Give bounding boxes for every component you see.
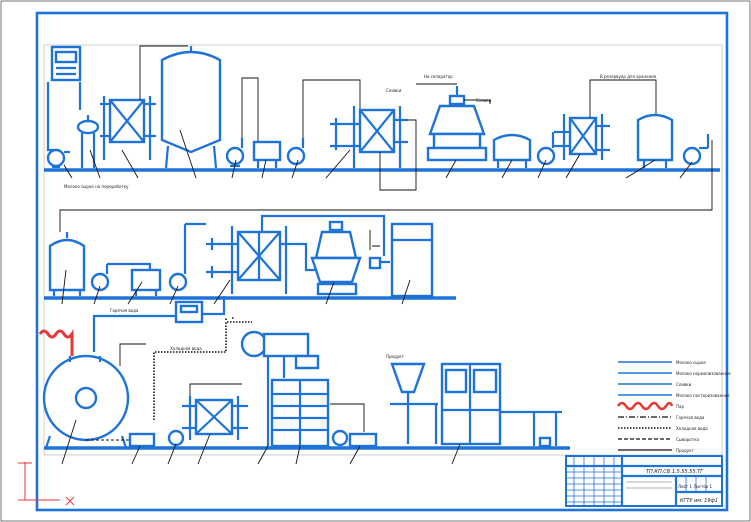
legend-label-2: Молоко нормализованное (676, 371, 731, 376)
pump-8 (128, 429, 185, 448)
legend-label-8: Сыворотка (676, 437, 699, 442)
legend-label-9: Продукт (676, 448, 695, 453)
pump-2 (225, 138, 245, 168)
label-water-line: Горячая вода (110, 308, 139, 313)
plate-exchanger-3 (554, 114, 610, 160)
legend-label-7: Холодная вода (676, 426, 708, 431)
plate-exchanger-2 (330, 106, 408, 168)
plate-exchanger-4 (182, 396, 248, 440)
balance-tank-1 (252, 140, 282, 168)
legend-label-6: Горячая вода (676, 415, 705, 420)
leader-tank-top (139, 45, 188, 100)
feed-hopper (240, 330, 320, 446)
title-code: ТП.КП.СВ.1.5.55.55.ТГ (646, 469, 704, 475)
pipe-row2-top (260, 214, 386, 256)
separator-2 (310, 220, 362, 296)
title-org: КГТУ им. 19ф1 (680, 498, 718, 504)
label-cold-line: Холодная вода (170, 346, 202, 351)
legend-label-5: Пар (676, 404, 684, 409)
pump-1 (46, 148, 70, 169)
deaerator-1 (76, 115, 100, 168)
label-cream-line: Сливки (476, 98, 492, 103)
intermediate-tank-2 (492, 133, 532, 168)
label-tank-line: В резервуар для хранения (600, 74, 657, 79)
plate-exchanger-1 (100, 96, 156, 160)
storage-tank-1 (160, 46, 222, 169)
label-sep-line: На сепаратор (424, 74, 453, 79)
transfer-line-1-2 (59, 140, 713, 232)
label-top: Сливки (386, 88, 402, 93)
legend-line-5 (616, 401, 674, 411)
separator-1 (426, 86, 488, 162)
plate-pasteurizer (206, 226, 296, 294)
label-out: Продукт (386, 354, 405, 359)
storage-tank-4 (48, 232, 86, 296)
cream-valve (368, 256, 390, 270)
control-panel-1 (50, 45, 82, 82)
leaders-row-1 (63, 129, 693, 179)
steam-line (38, 329, 74, 356)
shelf-dryer (270, 378, 330, 448)
drawing-frame (35, 11, 729, 512)
title-sheet: Лист 1 Листов 1 (678, 484, 712, 489)
conveyor-table (528, 410, 562, 448)
leaders-row-3 (61, 419, 461, 465)
pump-4 (536, 132, 556, 166)
cooling-cabinet (390, 222, 434, 298)
pump-3 (286, 138, 306, 166)
legend-label-1: Молоко сырое (676, 360, 706, 365)
pump-6 (90, 264, 110, 292)
legend-label-4: Молоко пастеризованное (676, 393, 730, 398)
filler-funnel (390, 362, 438, 444)
legend: Молоко сырое Молоко нормализованное Слив… (616, 360, 731, 453)
pipe-1a (46, 82, 58, 152)
pump-7 (168, 224, 188, 292)
leaders-row-2 (61, 269, 411, 305)
pump-9 (331, 429, 378, 448)
boiler-drum (42, 354, 130, 449)
pump-5 (682, 134, 710, 166)
inner-frame (43, 44, 723, 456)
label-milk-line: Молоко сырое на переработку (64, 184, 129, 189)
legend-label-3: Сливки (676, 382, 692, 387)
packaging-machine (440, 362, 528, 446)
cold-water-line (153, 321, 252, 420)
ucs-icon (18, 462, 75, 506)
balance-tank-2 (130, 268, 162, 296)
storage-tank-3 (636, 113, 674, 168)
title-block: ТП.КП.СВ.1.5.55.55.ТГ Лист 1 Листов 1 КГ… (565, 455, 723, 507)
control-panel-2 (174, 300, 204, 324)
pipe-row2-3 (92, 314, 176, 352)
